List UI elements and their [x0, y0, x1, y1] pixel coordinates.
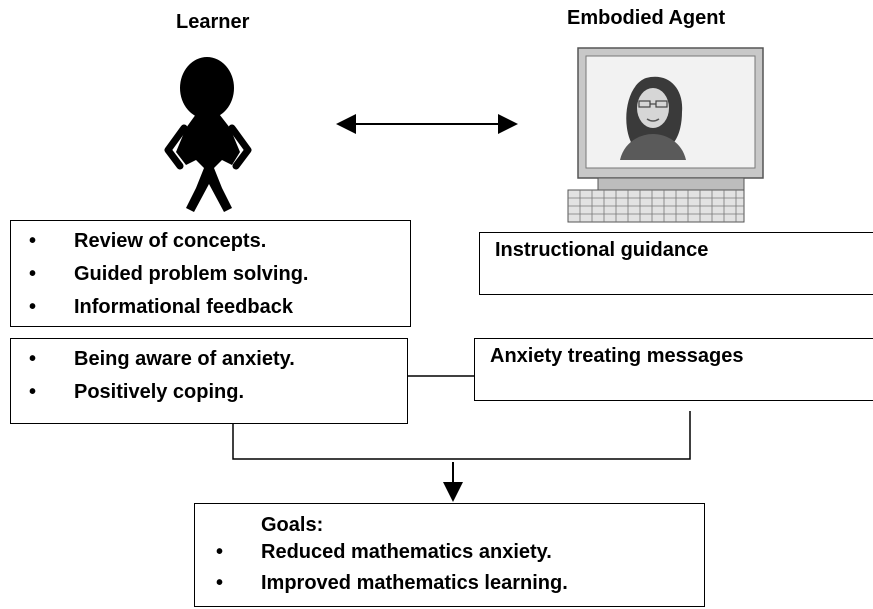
goals-list: •Reduced mathematics anxiety. •Improved …	[195, 537, 568, 599]
list-item: •Informational feedback	[11, 291, 410, 324]
list-item: •Positively coping.	[11, 376, 407, 409]
list-item: •Reduced mathematics anxiety.	[195, 537, 568, 568]
bullet: •	[216, 541, 224, 563]
learner-support-box: •Review of concepts. •Guided problem sol…	[10, 220, 411, 327]
computer-with-avatar-icon	[567, 47, 764, 223]
list-item: •Being aware of anxiety.	[11, 343, 407, 376]
stick-figure-icon	[164, 57, 252, 212]
list-item: •Guided problem solving.	[11, 258, 410, 291]
bullet: •	[29, 263, 37, 285]
learner-heading: Learner	[176, 11, 250, 33]
bullet: •	[29, 381, 37, 403]
bullet: •	[29, 296, 37, 318]
anxiety-messages-label: Anxiety treating messages	[490, 345, 744, 367]
goals-title: Goals:	[261, 514, 324, 536]
instructional-guidance-box: Instructional guidance	[479, 232, 873, 295]
list-item: •Review of concepts.	[11, 225, 410, 258]
bullet: •	[29, 348, 37, 370]
bullet: •	[29, 230, 37, 252]
anxiety-messages-box: Anxiety treating messages	[474, 338, 873, 401]
instructional-guidance-label: Instructional guidance	[495, 239, 709, 261]
learner-coping-list: •Being aware of anxiety. •Positively cop…	[11, 343, 407, 409]
list-item: •Improved mathematics learning.	[195, 568, 568, 599]
goals-box: Goals: •Reduced mathematics anxiety. •Im…	[194, 503, 705, 607]
agent-heading: Embodied Agent	[567, 7, 726, 29]
learner-coping-box: •Being aware of anxiety. •Positively cop…	[10, 338, 408, 424]
bullet: •	[216, 572, 224, 594]
learner-support-list: •Review of concepts. •Guided problem sol…	[11, 225, 410, 324]
merge-bracket	[232, 411, 691, 460]
